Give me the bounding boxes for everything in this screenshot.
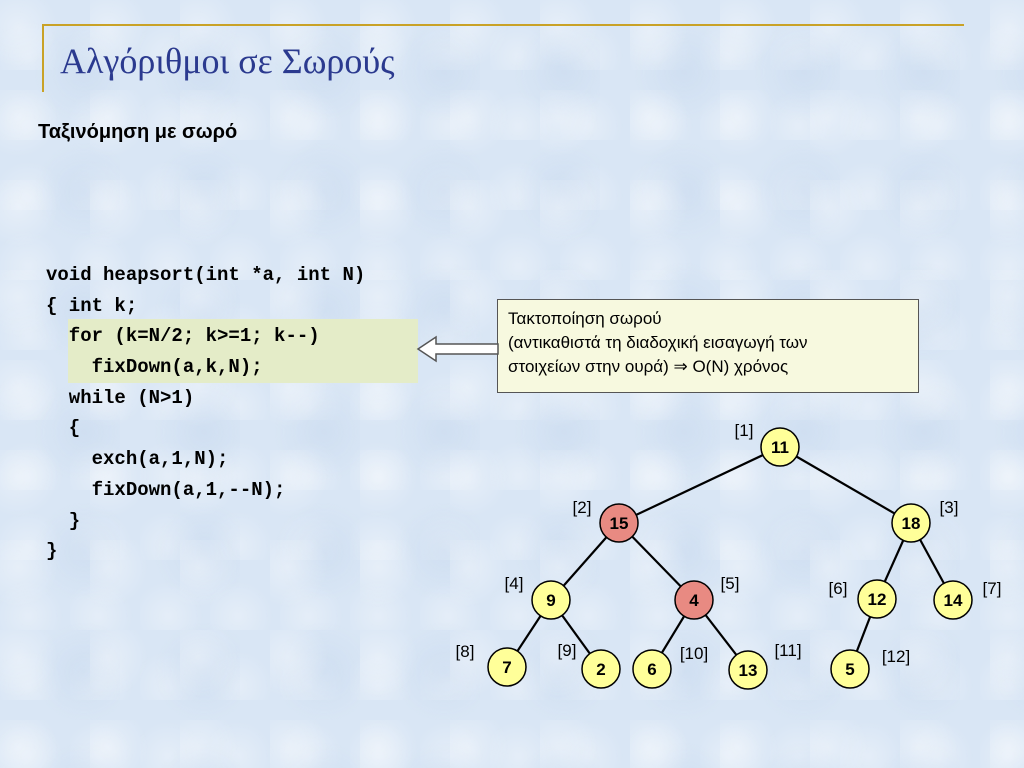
tree-node-value: 2	[596, 660, 605, 679]
tree-node-value: 4	[689, 591, 699, 610]
tree-node-value: 9	[546, 591, 555, 610]
annotation-line: Τακτοποίηση σωρού	[508, 309, 662, 328]
tree-node	[599, 503, 639, 543]
code-line: { int k;	[46, 294, 138, 317]
tree-node-value: 13	[739, 661, 758, 680]
tree-node-index: [11]	[774, 641, 801, 660]
title-rule-horizontal	[42, 24, 964, 26]
code-line: }	[46, 540, 58, 563]
tree-node	[857, 579, 897, 619]
code-line: {	[46, 417, 81, 440]
tree-node	[728, 650, 768, 690]
tree-edge	[618, 446, 781, 524]
tree-node-value: 6	[647, 660, 656, 679]
tree-node-index: [2]	[573, 498, 592, 517]
annotation-line: στοιχείων στην ουρά) ⇒ Ο(Ν) χρόνος	[508, 357, 789, 376]
tree-node-index: [3]	[940, 498, 959, 517]
annotation-line: (αντικαθιστά τη διαδοχική εισαγωγή των	[508, 333, 808, 352]
tree-node	[933, 580, 973, 620]
code-line: fixDown(a,k,N);	[46, 356, 263, 379]
slide-subtitle: Ταξινόμηση με σωρό	[38, 121, 238, 143]
tree-node-value: 11	[771, 438, 789, 457]
tree-node	[487, 647, 527, 687]
tree-node-index: [6]	[829, 579, 848, 598]
tree-node	[760, 427, 800, 467]
left-arrow-icon	[416, 335, 499, 363]
tree-node	[674, 580, 714, 620]
code-block: void heapsort(int *a, int N) { int k; fo…	[46, 260, 365, 567]
tree-node-value: 18	[902, 514, 921, 533]
tree-node-index: [12]	[882, 647, 910, 666]
code-line: void heapsort(int *a, int N)	[46, 264, 366, 286]
tree-node-index: [9]	[558, 641, 577, 660]
code-line: }	[46, 509, 81, 532]
tree-node-index: [5]	[721, 574, 740, 593]
tree-node-index: [1]	[735, 421, 754, 440]
tree-node-value: 15	[610, 514, 629, 533]
annotation-box: Τακτοποίηση σωρού (αντικαθιστά τη διαδοχ…	[497, 299, 919, 393]
code-line: for (k=N/2; k>=1; k--)	[46, 325, 320, 348]
title-rule-vertical	[42, 24, 44, 92]
tree-node	[581, 649, 621, 689]
tree-node-index: [10]	[680, 644, 708, 663]
tree-node-value: 12	[868, 590, 887, 609]
code-line: fixDown(a,1,--N);	[46, 478, 286, 501]
tree-node-value: 5	[845, 660, 854, 679]
code-line: while (N>1)	[46, 386, 195, 409]
tree-node-index: [8]	[456, 642, 475, 661]
tree-node	[531, 580, 571, 620]
code-highlight	[68, 319, 418, 383]
tree-node-value: 14	[944, 591, 963, 610]
tree-node-index: [4]	[505, 574, 524, 593]
tree-node	[830, 649, 870, 689]
code-line: exch(a,1,N);	[46, 448, 229, 471]
tree-node	[891, 503, 931, 543]
tree-node	[632, 649, 672, 689]
tree-edge	[779, 446, 912, 524]
tree-node-index: [7]	[983, 579, 1002, 598]
tree-node-value: 7	[502, 658, 511, 677]
slide-title: Αλγόριθμοι σε Σωρούς	[60, 41, 395, 81]
